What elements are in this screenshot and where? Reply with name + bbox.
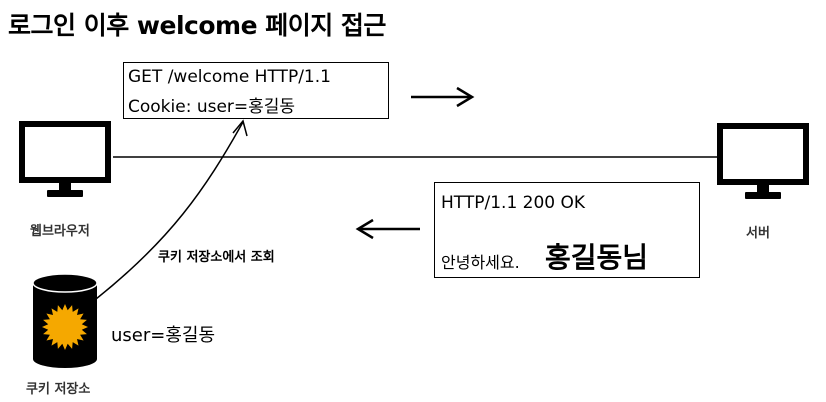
arrow-left-icon — [355, 218, 420, 240]
response-box — [434, 182, 700, 278]
request-box — [123, 62, 389, 119]
arrow-right-icon — [411, 86, 475, 108]
request-line: GET /welcome HTTP/1.1 — [128, 67, 331, 87]
client-monitor-icon — [19, 121, 111, 197]
cookie-badge-icon — [42, 304, 88, 350]
response-greeting: 안녕하세요. — [441, 253, 520, 272]
page-title: 로그인 이후 welcome 페이지 접근 — [8, 11, 386, 40]
database-icon — [32, 273, 98, 368]
response-status: HTTP/1.1 200 OK — [441, 193, 586, 213]
client-label: 웹브라우저 — [30, 224, 90, 239]
cookie-store-label: 쿠키 저장소 — [26, 382, 91, 397]
lookup-curve-arrow — [95, 119, 248, 300]
response-name: 홍길동님 — [545, 241, 649, 274]
lookup-label: 쿠키 저장소에서 조회 — [158, 250, 275, 265]
server-monitor-icon — [717, 123, 809, 199]
server-label: 서버 — [746, 226, 770, 241]
cookie-value: user=홍길동 — [111, 325, 216, 346]
cookie-header: Cookie: user=홍길동 — [128, 97, 296, 117]
